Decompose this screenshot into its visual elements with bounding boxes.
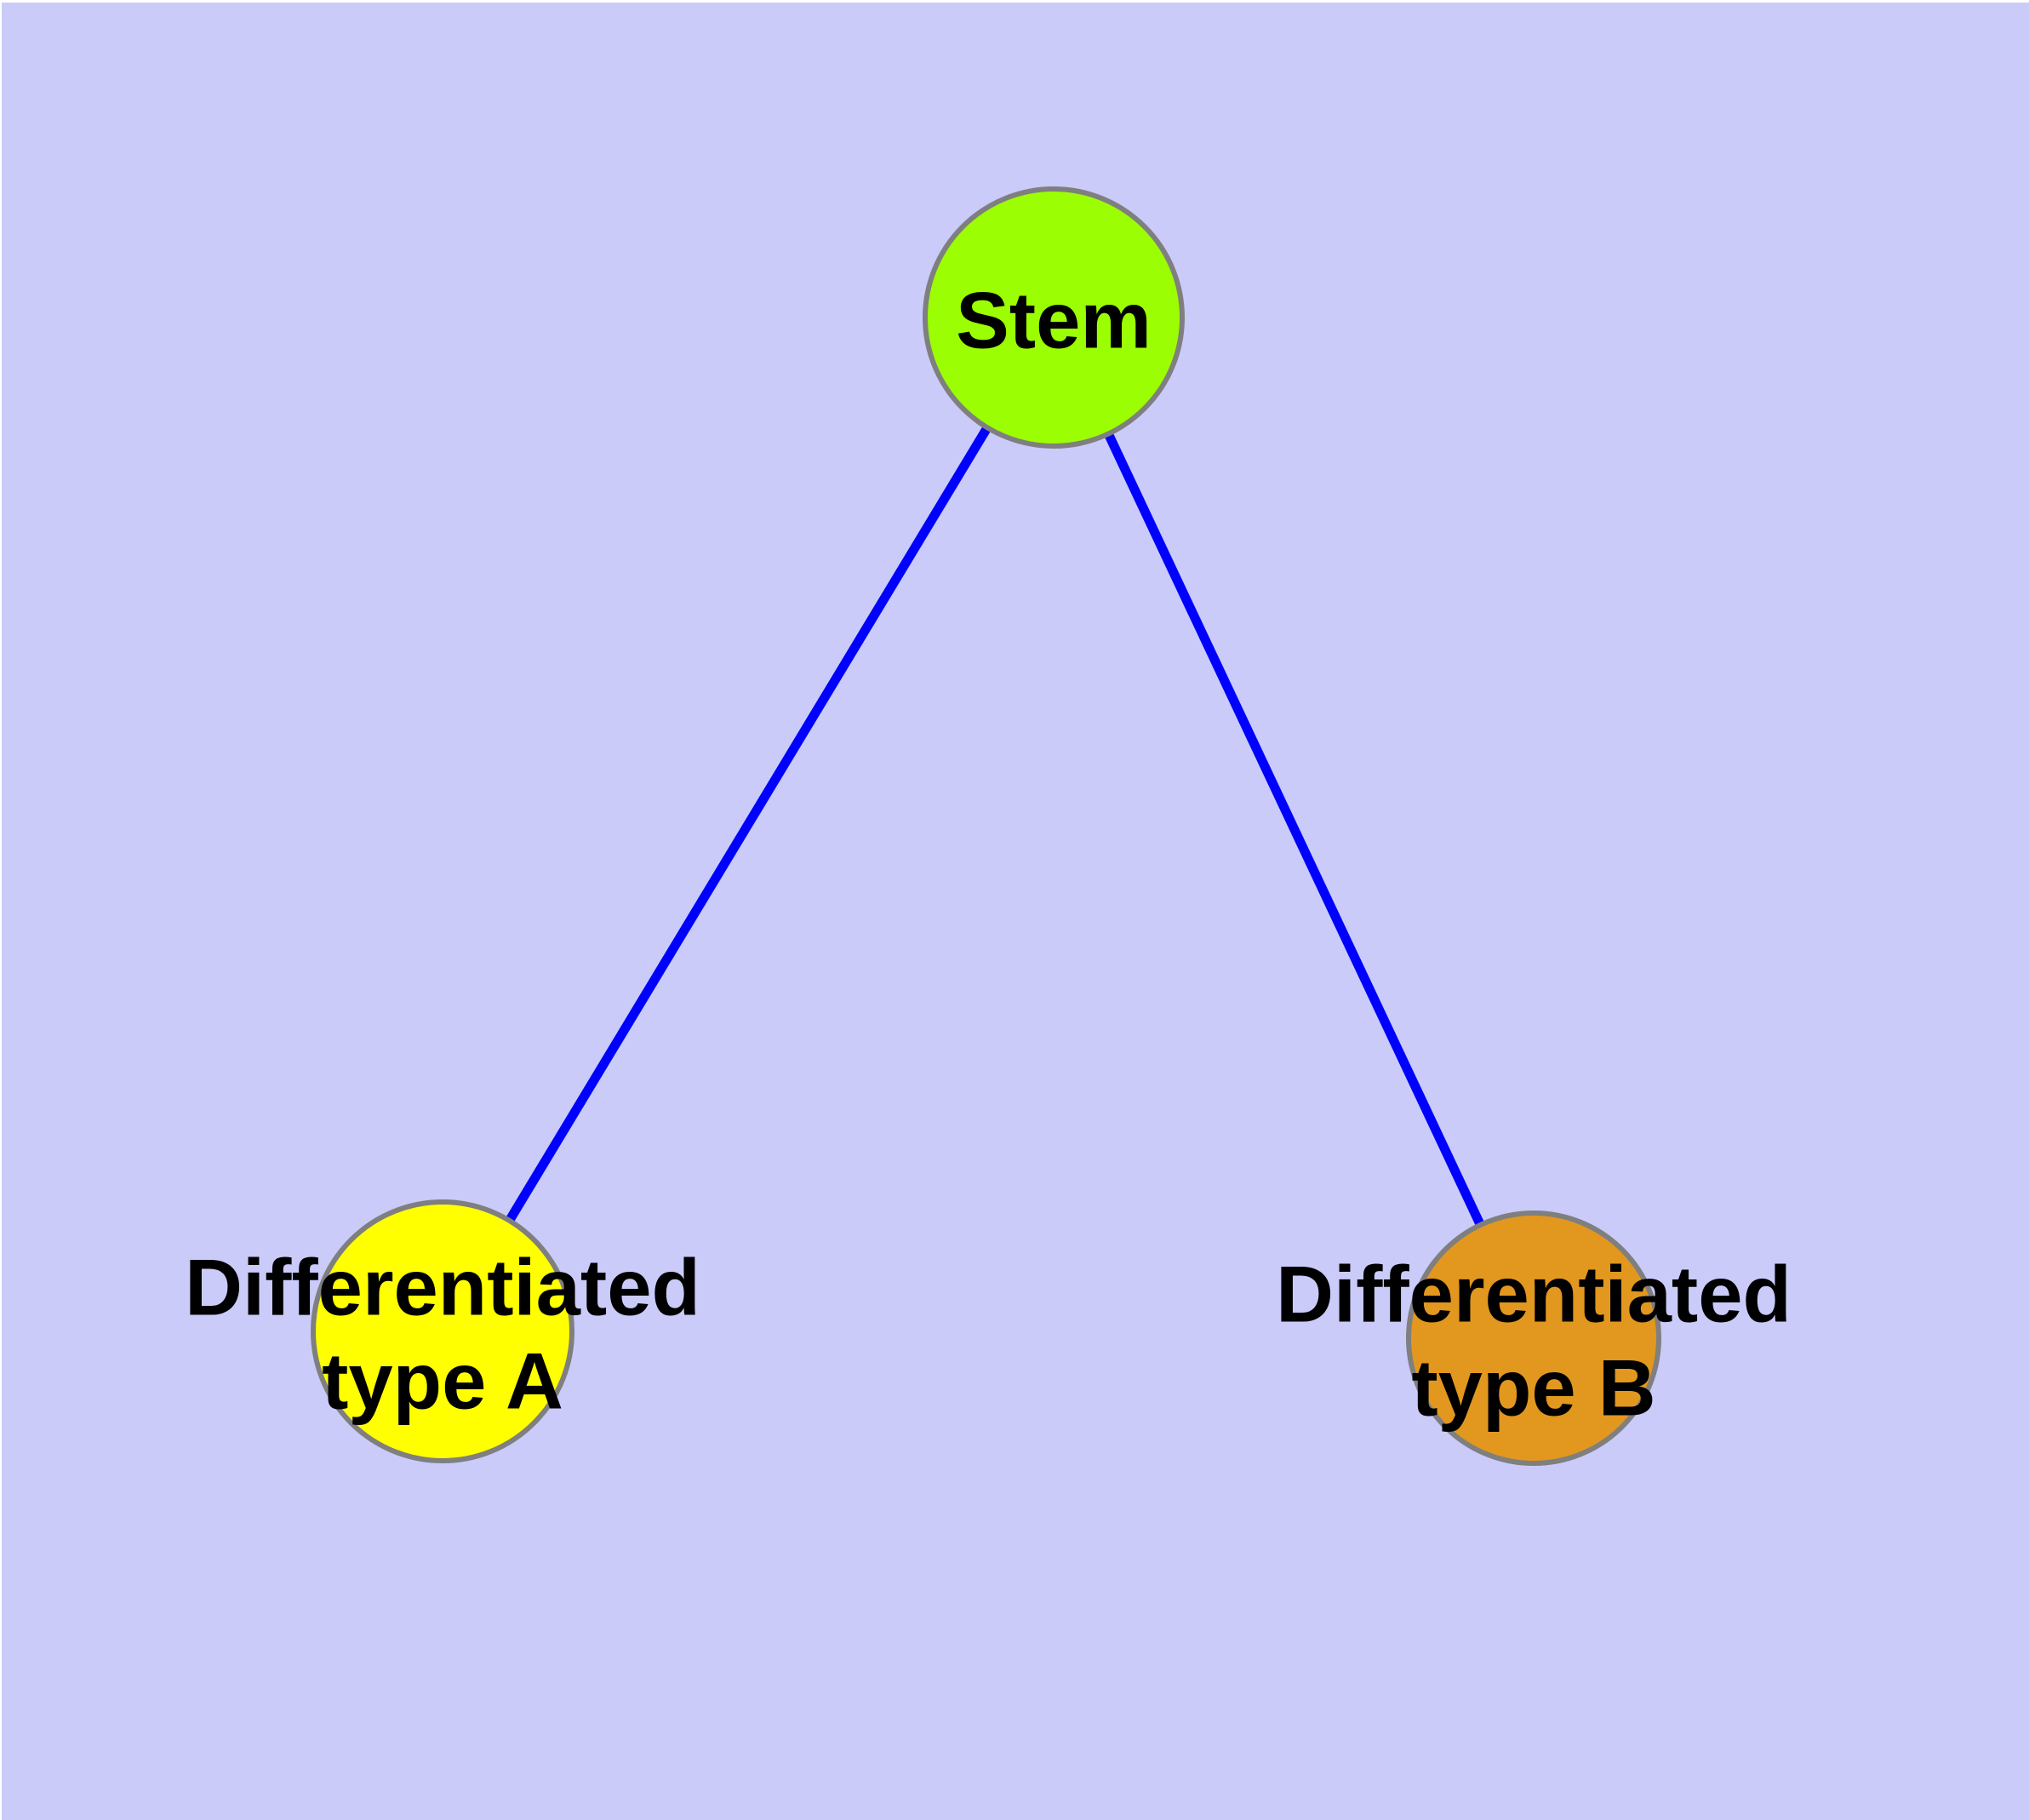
node-label-stem: Stem <box>956 276 1152 365</box>
node-diff-a <box>311 1199 574 1463</box>
node-stem <box>923 186 1185 449</box>
edges-layer <box>438 315 1538 1341</box>
edge-stem-diff-a <box>438 315 1058 1334</box>
nodes-layer <box>311 186 1661 1466</box>
edge-stem-diff-b <box>1049 315 1538 1341</box>
node-label-line: Differentiated <box>185 1243 700 1332</box>
node-diff-b <box>1406 1210 1661 1466</box>
node-label-line: type A <box>322 1336 563 1426</box>
node-label-line: Stem <box>956 276 1152 365</box>
node-label-line: Differentiated <box>1276 1250 1792 1339</box>
node-label-line: type B <box>1411 1343 1655 1433</box>
